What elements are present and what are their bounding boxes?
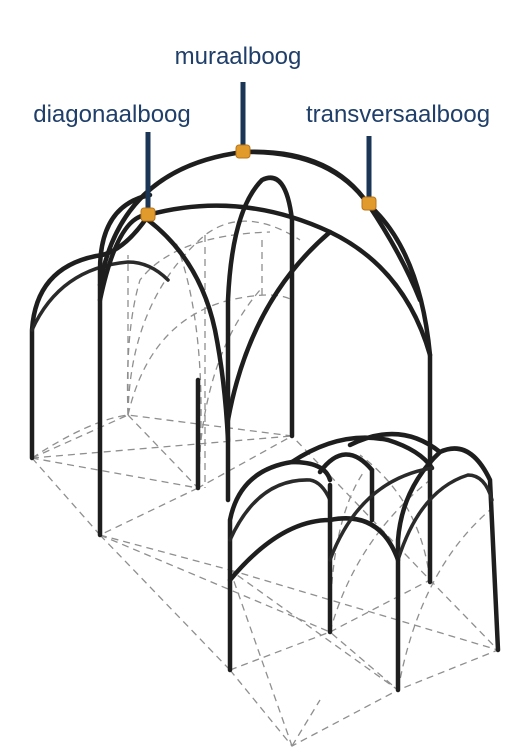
ground-plan-side-edge	[32, 458, 198, 535]
small-bay-diagonal	[230, 518, 398, 580]
label-transverse: transversaalboog	[306, 101, 490, 128]
ground-plan-lower	[100, 436, 498, 690]
cross-diagonal-arch	[148, 220, 228, 440]
transverse-arch	[243, 152, 420, 300]
label-diagonal: diagonaalboog	[33, 101, 191, 128]
pillar-left-front	[100, 195, 150, 535]
inner-pointed-arch	[228, 178, 292, 500]
marker-mural	[236, 145, 250, 158]
marker-transverse	[362, 197, 376, 210]
label-mural: muraalboog	[175, 43, 302, 70]
ground-plan-lower-diagonals	[100, 535, 498, 746]
rear-diagonal-arch	[228, 232, 330, 420]
diagonal-arch	[100, 206, 430, 355]
marker-diagonal	[141, 208, 155, 221]
small-bay-arches	[230, 434, 498, 690]
vault-construction-arcs	[32, 221, 300, 488]
ground-plan-bottom	[100, 535, 320, 746]
left-wall-arch	[32, 216, 148, 458]
